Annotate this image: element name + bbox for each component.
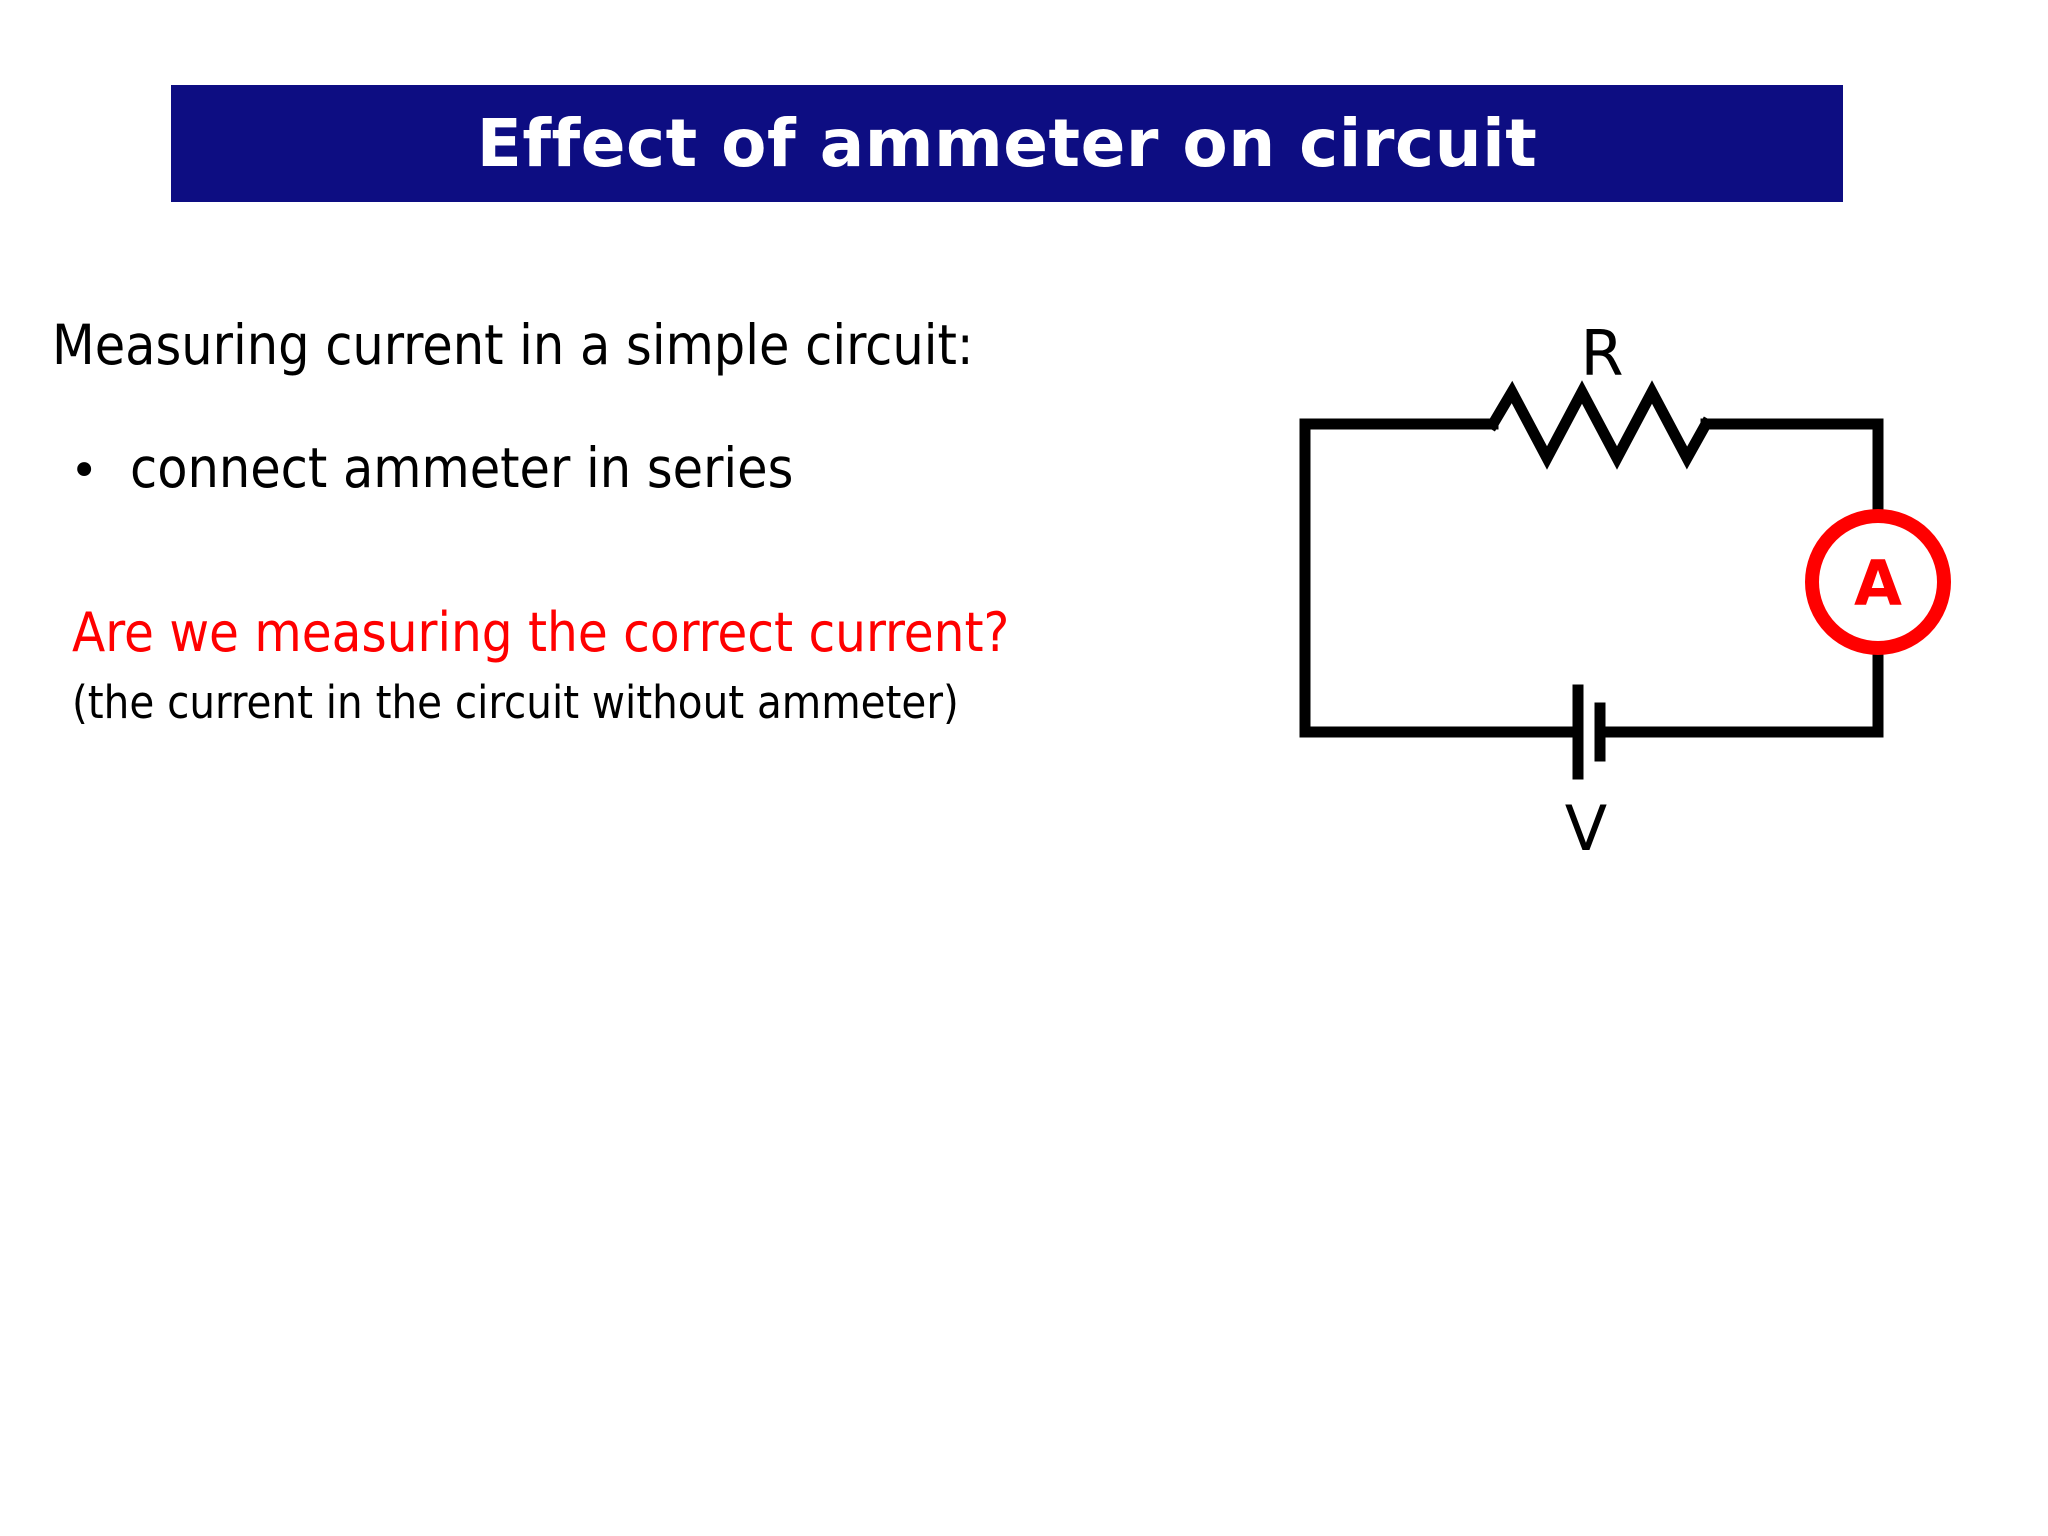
bullet-marker-icon: • [70,443,99,499]
ammeter-label: A [1854,547,1902,620]
circuit-diagram: A R V [1250,290,1970,910]
slide-body-text: Measuring current in a simple circuit: •… [52,313,1292,729]
subnote-text: (the current in the circuit without amme… [72,676,959,729]
slide-title-banner: Effect of ammeter on circuit [171,85,1843,202]
bullet-list-item: • connect ammeter in series [70,441,1292,496]
question-text: Are we measuring the correct current? [72,601,1010,664]
source-label: V [1565,792,1607,865]
circuit-svg: A R V [1299,317,1951,865]
ammeter-symbol [1805,509,1951,655]
bullet-item-label: connect ammeter in series [130,436,794,500]
resistor-label: R [1580,317,1623,390]
page-title: Effect of ammeter on circuit [476,104,1538,182]
lead-text: Measuring current in a simple circuit: [52,313,974,377]
resistor-symbol [1485,380,1714,470]
